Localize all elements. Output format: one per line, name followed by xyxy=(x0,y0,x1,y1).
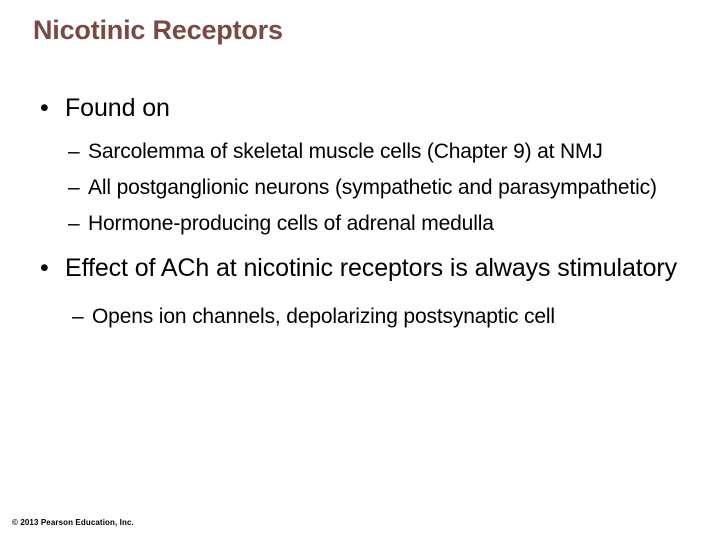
bullet-level1: • Found on xyxy=(0,92,720,124)
spacer xyxy=(0,124,720,138)
bullet-level1-text: Found on xyxy=(65,94,170,122)
spacer xyxy=(0,284,720,303)
bullet-dash-icon: – xyxy=(68,212,80,235)
bullet-level1-text: Effect of ACh at nicotinic receptors is … xyxy=(65,254,678,282)
bullet-dot-icon: • xyxy=(40,254,49,282)
copyright-notice: © 2013 Pearson Education, Inc. xyxy=(12,518,134,527)
slide-body: • Found on – Sarcolemma of skeletal musc… xyxy=(0,92,720,331)
bullet-level2: – All postganglionic neurons (sympatheti… xyxy=(0,174,720,202)
bullet-level1: • Effect of ACh at nicotinic receptors i… xyxy=(0,252,720,284)
spacer xyxy=(0,202,720,210)
bullet-dash-icon: – xyxy=(68,176,80,199)
page-title: Nicotinic Receptors xyxy=(33,15,283,45)
bullet-level2: – Opens ion channels, depolarizing posts… xyxy=(0,303,720,331)
bullet-dot-icon: • xyxy=(40,94,49,122)
bullet-dash-icon: – xyxy=(72,305,84,328)
bullet-level2: – Sarcolemma of skeletal muscle cells (C… xyxy=(0,138,720,166)
bullet-level2-text: All postganglionic neurons (sympathetic … xyxy=(88,176,657,199)
bullet-level2-text: Sarcolemma of skeletal muscle cells (Cha… xyxy=(88,140,603,163)
bullet-dash-icon: – xyxy=(68,140,80,163)
bullet-level2-text: Opens ion channels, depolarizing postsyn… xyxy=(92,305,555,328)
bullet-level2: – Hormone-producing cells of adrenal med… xyxy=(0,210,720,238)
bullet-level2-text: Hormone-producing cells of adrenal medul… xyxy=(88,212,494,235)
spacer xyxy=(0,166,720,174)
spacer xyxy=(0,238,720,252)
